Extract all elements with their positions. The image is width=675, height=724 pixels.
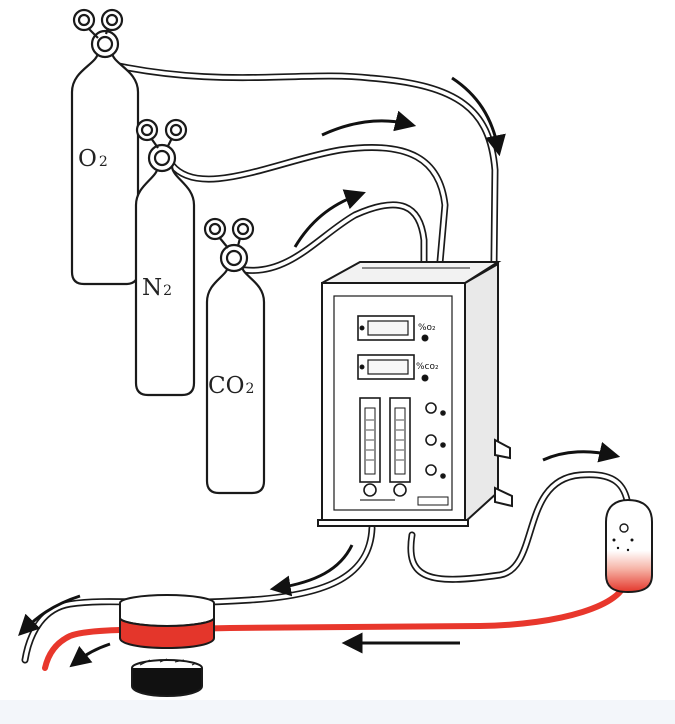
gas-mixer-controller <box>317 261 513 527</box>
valve-knob-3-indicator <box>440 473 446 479</box>
arrow-co2 <box>293 189 366 248</box>
arrow-exhaust-lower <box>69 642 111 668</box>
co2-display-screen <box>367 359 409 375</box>
o2-unit-label: %o₂ <box>418 323 436 333</box>
co2-adjust-knob[interactable] <box>421 374 429 382</box>
arrow-output <box>269 544 354 597</box>
valve-knob-2-indicator <box>440 442 446 448</box>
cylinder-o2 <box>70 8 140 286</box>
controller-top <box>321 261 502 284</box>
objective-lens <box>131 668 203 698</box>
flowmeter-right-knob[interactable] <box>393 483 407 497</box>
n2-label: N2 <box>142 275 172 301</box>
valve-knob-3[interactable] <box>425 464 437 476</box>
valve-knob-2[interactable] <box>425 434 437 446</box>
co2-label: CO2 <box>208 373 254 399</box>
controller-side-panel <box>464 262 499 525</box>
culture-dish-chamber <box>119 594 215 698</box>
flow-arrows <box>18 76 621 668</box>
humidifier-bottle <box>605 498 653 594</box>
co2-display-panel <box>357 354 429 382</box>
cylinder-co2 <box>203 217 266 495</box>
o2-indicator-light <box>359 325 365 331</box>
o2-display-panel <box>357 315 429 342</box>
arrow-o2 <box>451 76 506 157</box>
o2-display-screen <box>367 320 409 336</box>
control-knobs <box>425 402 446 479</box>
arrow-exhaust-upper <box>18 594 81 636</box>
flowmeter-right <box>389 397 411 497</box>
heated-stage-ring <box>119 617 215 650</box>
humidifier-gauge <box>619 523 629 533</box>
cylinder-n2 <box>134 118 196 397</box>
arrow-n2 <box>321 110 417 137</box>
co2-unit-label: %co₂ <box>416 362 439 372</box>
valve-knob-1-indicator <box>440 410 446 416</box>
o2-adjust-knob[interactable] <box>421 334 429 342</box>
flowmeter-left <box>359 397 381 497</box>
co2-indicator-light <box>359 364 365 370</box>
valve-knob-1[interactable] <box>425 402 437 414</box>
flowmeters <box>359 397 411 497</box>
flowmeter-left-knob[interactable] <box>363 483 377 497</box>
controller-nameplate <box>417 496 449 506</box>
arrow-humidifier <box>542 441 621 463</box>
bottom-band <box>0 700 675 724</box>
